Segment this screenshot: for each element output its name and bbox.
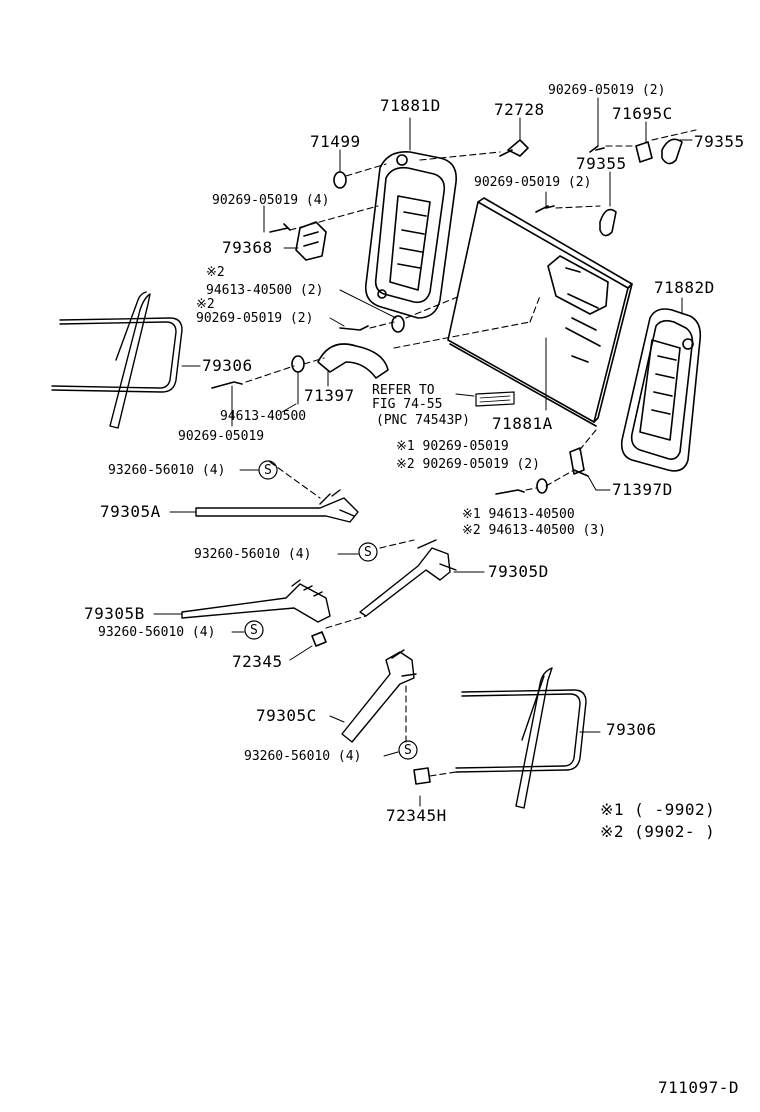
label-90269-top-2: 90269-05019 (2) [548, 83, 666, 98]
label-94613: 94613-40500 [220, 409, 307, 424]
label-79305d: 79305D [488, 562, 549, 581]
seat-back-board-part [447, 197, 633, 427]
legend-note-2: ※2 (9902- ) [600, 822, 716, 841]
label-90269-mid-2: 90269-05019 (2) [474, 175, 592, 190]
label-94613-2: 94613-40500 (2) [206, 283, 324, 298]
label-refer-line2: FIG 74-55 [372, 397, 443, 412]
label-note1-94613: ※1 94613-40500 [462, 507, 575, 522]
label-71397: 71397 [304, 386, 355, 405]
label-79368: 79368 [222, 238, 273, 257]
label-93260-d: 93260-56010 (4) [244, 749, 362, 764]
label-79305a: 79305A [100, 502, 161, 521]
label-72728: 72728 [494, 100, 545, 119]
label-refer-line1: REFER TO [372, 383, 435, 398]
assembly-dashed-lines [245, 129, 697, 777]
headrest-support-left-part [51, 291, 183, 429]
label-72345h: 72345H [386, 806, 447, 825]
label-71695c: 71695C [612, 104, 673, 123]
label-71881a: 71881A [492, 414, 553, 433]
fasteners [211, 138, 683, 785]
label-refer-line3: (PNC 74543P) [376, 413, 470, 428]
label-71397d: 71397D [612, 480, 673, 499]
label-71882d: 71882D [654, 278, 715, 297]
label-72345: 72345 [232, 652, 283, 671]
nut-symbol-c: S [250, 623, 258, 638]
label-90269-2b: 90269-05019 (2) [196, 311, 314, 326]
label-note2-94613: ※2 94613-40500 (3) [462, 523, 606, 538]
seat-hinge-cover-left-part [364, 151, 457, 319]
leader-lines [153, 97, 693, 807]
label-note1-90269: ※1 90269-05019 [396, 439, 509, 454]
seat-hinge-rods [181, 489, 457, 743]
label-79305c: 79305C [256, 706, 317, 725]
flange-nuts [244, 460, 418, 760]
label-93260-b: 93260-56010 (4) [194, 547, 312, 562]
label-79305b: 79305B [84, 604, 145, 623]
label-93260-a: 93260-56010 (4) [108, 463, 226, 478]
label-93260-c: 93260-56010 (4) [98, 625, 216, 640]
nut-symbol-b: S [364, 545, 372, 560]
seat-hinge-cover-right-part [620, 308, 702, 472]
label-79355-mid: 79355 [576, 154, 627, 173]
label-71499: 71499 [310, 132, 361, 151]
label-71881d: 71881D [380, 96, 441, 115]
label-79306-left: 79306 [202, 356, 253, 375]
headrest-support-right-part [455, 667, 587, 809]
label-90269-single: 90269-05019 [178, 429, 265, 444]
nut-symbol-d: S [404, 743, 412, 758]
nut-symbol-a: S [264, 463, 272, 478]
figure-id: 711097-D [658, 1078, 740, 1097]
label-mark-2-b: ※2 [196, 297, 215, 312]
label-79306-right: 79306 [606, 720, 657, 739]
legend-note-1: ※1 ( -9902) [600, 800, 716, 819]
label-90269-4: 90269-05019 (4) [212, 193, 330, 208]
label-79355-right: 79355 [694, 132, 745, 151]
label-note2-90269: ※2 90269-05019 (2) [396, 457, 540, 472]
label-mark-2-a: ※2 [206, 265, 225, 280]
